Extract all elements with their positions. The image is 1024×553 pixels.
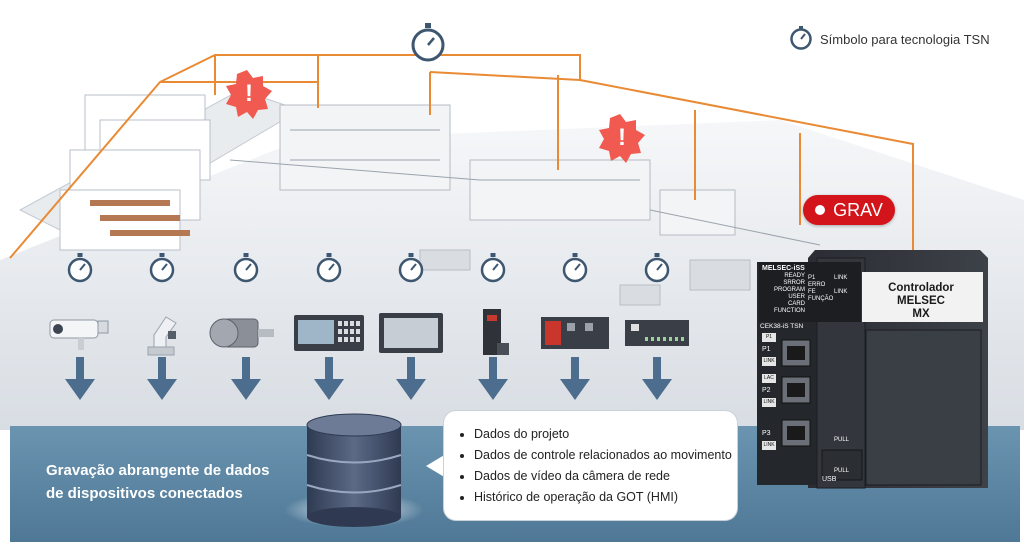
- status-label: P1: [808, 275, 816, 281]
- down-arrow: [396, 357, 426, 400]
- stopwatch-icon: [480, 253, 506, 283]
- port-label: LAC: [764, 375, 774, 381]
- status-label: READY: [784, 273, 805, 279]
- storage-title-line-2: de dispositivos conectados: [46, 485, 243, 502]
- data-list: Dados do projeto Dados de controle relac…: [444, 411, 737, 508]
- storage-title: Gravação abrangente de dados de disposit…: [46, 459, 296, 505]
- stopwatch-icon: [790, 26, 812, 50]
- stopwatch-icon: [149, 253, 175, 283]
- down-arrow: [478, 357, 508, 400]
- robot-arm-icon: [147, 316, 177, 356]
- link-label: LINK: [834, 289, 848, 295]
- remote-io-icon: [625, 320, 689, 346]
- device-column-touch-panel: [379, 253, 443, 400]
- data-list-item: Dados de vídeo da câmera de rede: [474, 466, 737, 487]
- controller-model: MELSEC-iSS: [762, 265, 805, 272]
- motor-icon: [209, 318, 274, 348]
- camera-icon: [49, 319, 109, 350]
- pull-label: PULL: [834, 437, 850, 443]
- link-label: LINK: [834, 275, 848, 281]
- touch-panel-icon: [379, 313, 443, 353]
- down-arrow: [65, 357, 95, 400]
- tsn-network-lines: [9, 54, 914, 259]
- pull-label: PULL: [834, 468, 850, 474]
- alert-badge-left: [226, 70, 272, 119]
- down-arrow: [642, 357, 672, 400]
- device-column-servo-motor: [209, 253, 274, 400]
- controller-title-line-1: Controlador: [888, 282, 954, 294]
- stopwatch-icon: [644, 253, 670, 283]
- status-label: FUNCTION: [774, 308, 805, 314]
- device-column-hmi-panel: [294, 253, 364, 400]
- device-column-robot-arm: [147, 253, 177, 400]
- sd-card-slot[interactable]: [821, 449, 863, 481]
- legend-label: Símbolo para tecnologia TSN: [820, 31, 990, 47]
- device-column-io-module: [541, 253, 609, 400]
- port-label: P2: [762, 387, 771, 394]
- ethernet-port-p3[interactable]: [781, 419, 811, 447]
- record-dot-icon: [815, 205, 826, 215]
- status-led-labels-left: READY SRROR PROGRAM USER CARD FUNCTION: [763, 273, 805, 315]
- port-model-label: CEK38-iS TSN: [760, 323, 804, 330]
- status-label: FUNÇÃO: [808, 296, 834, 302]
- down-arrow: [231, 357, 261, 400]
- record-badge: GRAV: [803, 195, 895, 225]
- alert-badge-right: [599, 114, 645, 163]
- stopwatch-icon: [562, 253, 588, 283]
- data-list-item: Dados do projeto: [474, 424, 737, 445]
- ethernet-port-p2[interactable]: [781, 376, 811, 404]
- controller-title: Controlador MELSEC MX: [858, 282, 984, 321]
- storage-title-line-1: Gravação abrangente de dados: [46, 462, 270, 479]
- port-label: P1: [762, 346, 771, 353]
- controller-title-line-2: MELSEC: [897, 295, 945, 307]
- status-led-labels-right: P1 ERRO FE FUNÇÃO: [808, 275, 836, 303]
- io-module-icon: [541, 317, 609, 349]
- port-label: LINK: [763, 399, 775, 405]
- status-label: ERRO: [808, 282, 826, 288]
- hmi-keypad-icon: [294, 315, 364, 351]
- status-label: CARD: [787, 301, 805, 307]
- ethernet-port-p1[interactable]: [781, 339, 811, 367]
- stopwatch-icon: [398, 253, 424, 283]
- down-arrow: [314, 357, 344, 400]
- controller-title-line-3: MX: [912, 308, 930, 320]
- down-arrow: [147, 357, 177, 400]
- device-column-remote-io: [625, 253, 689, 400]
- status-label: PROGRAM: [773, 287, 805, 293]
- device-row: [49, 253, 689, 400]
- data-list-item: Histórico de operação da GOT (HMI): [474, 487, 737, 508]
- down-arrow: [560, 357, 590, 400]
- callout-pointer: [426, 454, 446, 478]
- stopwatch-icon: [316, 253, 342, 283]
- data-callout: Dados do projeto Dados de controle relac…: [444, 411, 737, 520]
- port-label: LINK: [763, 442, 775, 448]
- status-label: SRROR: [783, 280, 805, 286]
- data-list-item: Dados de controle relacionados ao movime…: [474, 445, 737, 466]
- servo-amp-icon: [483, 309, 509, 355]
- record-label: GRAV: [833, 199, 883, 220]
- stopwatch-icon: [233, 253, 259, 283]
- plc-controller: [757, 250, 988, 489]
- status-label: USER: [788, 294, 805, 300]
- port-label: LINK: [763, 358, 775, 364]
- device-column-network-camera: [49, 253, 109, 400]
- alert-mark-left: !: [245, 80, 253, 107]
- stopwatch-icon: [411, 23, 445, 62]
- device-column-servo-amplifier: [478, 253, 509, 400]
- status-label: FE: [808, 289, 816, 295]
- database-icon: [284, 413, 424, 528]
- stopwatch-icon: [67, 253, 93, 283]
- alert-mark-right: !: [618, 124, 626, 151]
- port-label: P1: [765, 334, 773, 340]
- usb-port-label[interactable]: USB: [822, 476, 837, 483]
- port-label: P3: [762, 430, 771, 437]
- legend: Símbolo para tecnologia TSN: [788, 24, 1018, 54]
